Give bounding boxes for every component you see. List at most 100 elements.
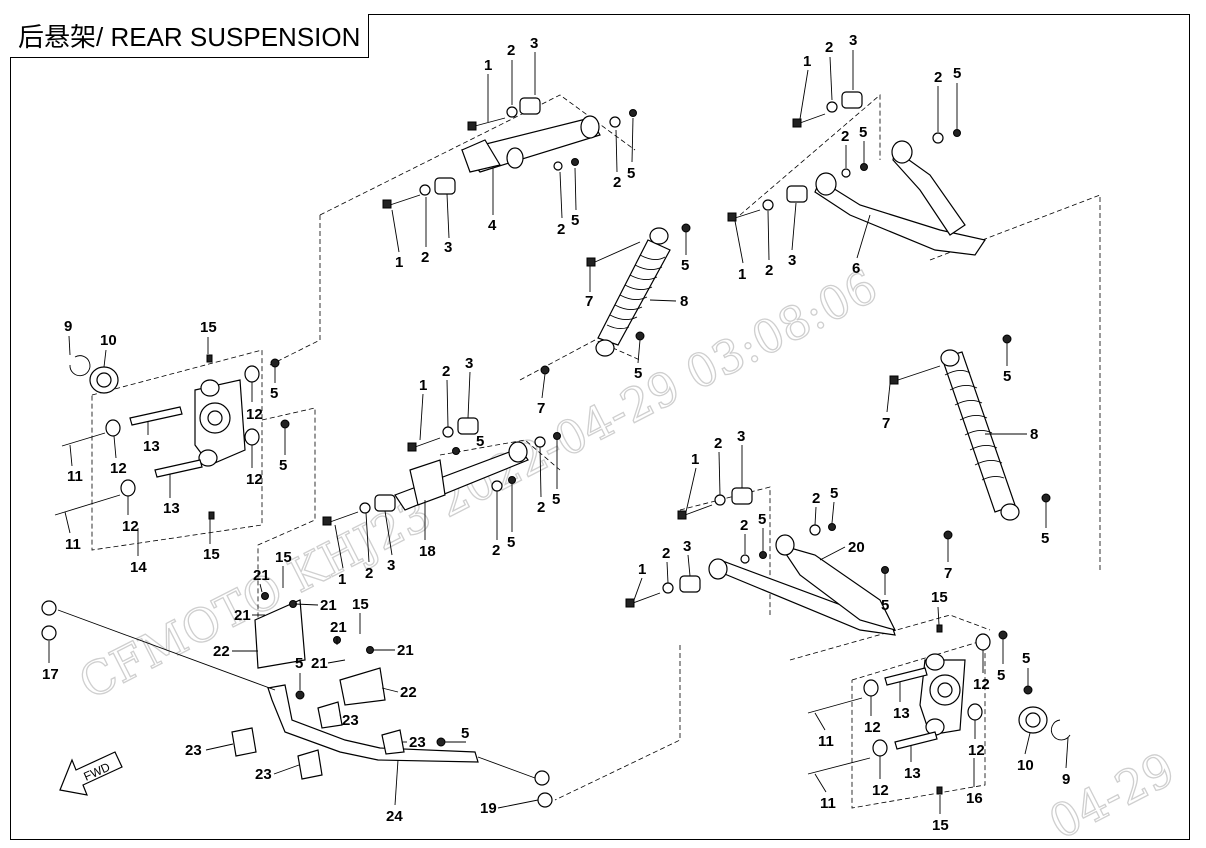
callout-2: 2 [442, 363, 450, 380]
callout-5: 5 [270, 385, 278, 402]
callout-2: 2 [492, 542, 500, 559]
callout-22: 22 [400, 684, 417, 701]
callout-23: 23 [185, 742, 202, 759]
watermark-corner-text: 04-29 [1040, 741, 1183, 848]
page-title: 后悬架/ REAR SUSPENSION [10, 14, 370, 58]
callout-21: 21 [320, 597, 337, 614]
callout-5: 5 [1022, 650, 1030, 667]
callout-5: 5 [758, 511, 766, 528]
callout-12: 12 [122, 518, 139, 535]
callout-21: 21 [397, 642, 414, 659]
callout-13: 13 [893, 705, 910, 722]
callout-11: 11 [820, 795, 836, 812]
callout-1: 1 [638, 561, 646, 578]
callout-15: 15 [931, 589, 948, 606]
upper-arm-left-4 [382, 97, 637, 209]
callout-1: 1 [419, 377, 427, 394]
callout-2: 2 [841, 128, 849, 145]
callout-1: 1 [338, 571, 346, 588]
shock-absorber-left-8 [586, 223, 691, 357]
callout-12: 12 [973, 676, 990, 693]
callout-6: 6 [852, 260, 860, 277]
callout-5: 5 [507, 534, 515, 551]
lower-arm-left-18 [322, 365, 561, 526]
callout-13: 13 [163, 500, 180, 517]
callout-5: 5 [279, 457, 287, 474]
callout-7: 7 [585, 293, 593, 310]
callout-3: 3 [737, 428, 745, 445]
callout-2: 2 [714, 435, 722, 452]
callout-14: 14 [130, 559, 147, 576]
callout-12: 12 [968, 742, 985, 759]
callout-5: 5 [634, 365, 642, 382]
callout-7: 7 [537, 400, 545, 417]
callout-1: 1 [395, 254, 403, 271]
knuckle-left-14 [54, 354, 290, 520]
callout-10: 10 [100, 332, 117, 349]
callout-2: 2 [934, 69, 942, 86]
callout-9: 9 [64, 318, 72, 335]
callout-2: 2 [507, 42, 515, 59]
callout-11: 11 [67, 468, 83, 485]
spring-coils-right [944, 370, 1005, 481]
callout-5: 5 [830, 485, 838, 502]
callout-5: 5 [552, 491, 560, 508]
lower-arm-right-20 [625, 487, 897, 636]
callout-20: 20 [848, 539, 865, 556]
callout-5: 5 [1041, 530, 1049, 547]
callout-13: 13 [904, 765, 921, 782]
callout-12: 12 [246, 471, 263, 488]
callout-7: 7 [882, 415, 890, 432]
spring-coils-left [606, 254, 666, 330]
leader-lines [48, 50, 1069, 814]
callout-1: 1 [484, 57, 492, 74]
callout-7: 7 [944, 565, 952, 582]
callout-13: 13 [143, 438, 160, 455]
callout-labels: 1 2 3 2 5 2 5 4 1 2 3 1 2 3 2 5 2 5 1 2 … [42, 32, 1070, 834]
callout-12: 12 [246, 406, 263, 423]
callout-5: 5 [295, 655, 303, 672]
callout-5: 5 [881, 597, 889, 614]
callout-5: 5 [953, 65, 961, 82]
callout-21: 21 [330, 619, 347, 636]
callout-5: 5 [1003, 368, 1011, 385]
callout-3: 3 [788, 252, 796, 269]
callout-15: 15 [200, 319, 217, 336]
callout-2: 2 [421, 249, 429, 266]
callout-10: 10 [1017, 757, 1034, 774]
callout-16: 16 [966, 790, 983, 807]
callout-2: 2 [765, 262, 773, 279]
callout-21: 21 [311, 655, 328, 672]
callout-5: 5 [476, 433, 484, 450]
callout-3: 3 [465, 355, 473, 372]
callout-15: 15 [352, 596, 369, 613]
diagram-frame [10, 14, 1190, 840]
callout-15: 15 [203, 546, 220, 563]
callout-5: 5 [461, 725, 469, 742]
callout-2: 2 [537, 499, 545, 516]
callout-21: 21 [234, 607, 251, 624]
callout-5: 5 [571, 212, 579, 229]
callout-15: 15 [932, 817, 949, 834]
callout-24: 24 [386, 808, 403, 825]
callout-22: 22 [213, 643, 230, 660]
callout-2: 2 [557, 221, 565, 238]
stabilizer-bar-24 [41, 592, 553, 808]
callout-18: 18 [419, 543, 436, 560]
callout-17: 17 [42, 666, 59, 683]
callout-23: 23 [342, 712, 359, 729]
callout-21: 21 [253, 567, 270, 584]
callout-3: 3 [849, 32, 857, 49]
callout-5: 5 [681, 257, 689, 274]
watermark-text: CFMOTO KHJ23 2022-04-29 03:08:06 [70, 259, 885, 710]
callout-2: 2 [365, 565, 373, 582]
callout-3: 3 [683, 538, 691, 555]
callout-1: 1 [803, 53, 811, 70]
callout-1: 1 [738, 266, 746, 283]
callout-23: 23 [409, 734, 426, 751]
callout-12: 12 [872, 782, 889, 799]
callout-5: 5 [627, 165, 635, 182]
shock-absorber-right-8 [889, 334, 1051, 540]
callout-8: 8 [680, 293, 688, 310]
callout-11: 11 [65, 536, 81, 553]
